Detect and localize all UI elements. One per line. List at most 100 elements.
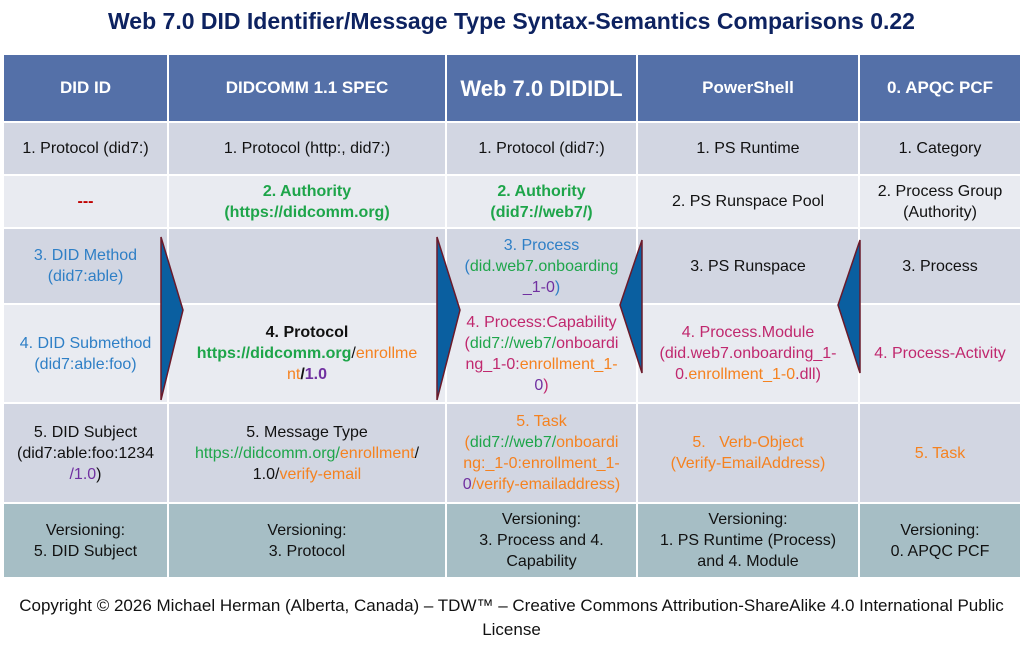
cell-line: 1. Protocol (did7:) xyxy=(450,138,633,159)
table-cell: 4. DID Submethod(did7:able:foo) xyxy=(2,303,169,404)
cell-line: 1. PS Runtime (Process) xyxy=(641,530,855,551)
text-segment: 1. Category xyxy=(898,140,982,157)
text-segment: ( xyxy=(464,334,470,352)
table-cell: 2. Authority(https://didcomm.org) xyxy=(167,174,447,229)
cell-line: 3. Process xyxy=(450,235,633,256)
table-cell xyxy=(167,227,447,305)
cell-line: 3. PS Runspace xyxy=(641,256,855,277)
cell-line: ng_1-0:enrollment_1- xyxy=(450,354,633,375)
text-segment: 0. xyxy=(675,366,689,383)
cell-line: Capability xyxy=(450,551,633,572)
text-segment: 3. Process xyxy=(902,257,978,275)
text-segment: 2. Authority xyxy=(497,182,586,200)
cell-line: 2. Process Group xyxy=(863,181,1017,202)
text-segment: 3. DID Method xyxy=(33,247,138,264)
table-row: 5. DID Subject(did7:able:foo:1234/1.0)5.… xyxy=(2,402,1022,504)
table-row: ---2. Authority(https://didcomm.org)2. A… xyxy=(2,174,1022,229)
table-cell: 4. Process-Activity xyxy=(858,303,1022,404)
cell-line: (did7:able:foo:1234 xyxy=(7,443,164,464)
cell-line: /1.0) xyxy=(7,464,164,485)
comparison-table: DID ID DIDCOMM 1.1 SPEC Web 7.0 DIDIDL P… xyxy=(2,53,1022,579)
text-segment: 3. Process and 4. xyxy=(479,532,604,549)
cell-line: 3. Process and 4. xyxy=(450,530,633,551)
cell-line: --- xyxy=(7,191,164,212)
text-segment: https://didcomm.org/ xyxy=(194,444,340,462)
cell-line: Versioning: xyxy=(641,509,855,530)
text-segment: (did7:able:foo:1234 xyxy=(17,444,154,462)
text-segment: 5. DID Subject xyxy=(33,423,138,441)
text-segment: Versioning: xyxy=(45,521,126,539)
cell-line: 2. Authority xyxy=(172,181,442,202)
text-segment: / xyxy=(414,444,420,462)
text-segment: did7://web7/ xyxy=(469,434,557,451)
text-segment: 3. PS Runspace xyxy=(690,257,806,275)
cell-line: (did7:able) xyxy=(7,266,164,287)
text-segment: 0. APQC PCF xyxy=(890,542,990,560)
text-segment: 2. PS Runspace Pool xyxy=(671,193,825,210)
cell-line: 0) xyxy=(450,375,633,396)
text-segment: 4. Process-Activity xyxy=(874,345,1006,362)
text-segment: 1. PS Runtime (Process) xyxy=(659,532,837,549)
text-segment: 1. Protocol (http:, did7:) xyxy=(223,140,391,157)
arrow-right-icon xyxy=(160,236,184,401)
header-did-id: DID ID xyxy=(2,53,169,123)
arrow-left-icon xyxy=(837,239,861,374)
text-segment: / xyxy=(351,345,356,362)
text-segment: onboardi xyxy=(556,334,619,352)
text-segment: 4. Process.Module xyxy=(681,324,815,341)
table-cell: 1. PS Runtime xyxy=(636,121,860,176)
text-segment: (did7://web7/) xyxy=(490,203,593,221)
cell-line: 3. Protocol xyxy=(172,541,442,562)
text-segment: enrollme xyxy=(355,345,418,362)
table-cell: 1. Protocol (did7:) xyxy=(2,121,169,176)
cell-line: 5. Task xyxy=(450,411,633,432)
text-segment: 2. Process Group xyxy=(877,182,1003,200)
text-segment: 5. Task xyxy=(914,444,966,462)
table-cell: Versioning: 3. Process and 4. Capability xyxy=(445,502,638,579)
cell-line: 4. Process.Module xyxy=(641,322,855,343)
text-segment: /1.0 xyxy=(69,465,97,483)
cell-line: 1. Protocol (http:, did7:) xyxy=(172,138,442,159)
cell-line: 3. Process xyxy=(863,256,1017,277)
text-segment: Versioning: xyxy=(267,521,347,539)
table-cell: 4. Process:Capability (did7://web7/onboar… xyxy=(445,303,638,404)
cell-line: 5. Message Type xyxy=(172,422,442,443)
table-cell: Versioning:1. PS Runtime (Process)and 4.… xyxy=(636,502,860,579)
text-segment: (Verify-EmailAddress) xyxy=(670,455,826,472)
text-segment: verify-email xyxy=(279,465,362,483)
cell-line: 5. DID Subject xyxy=(7,422,164,443)
cell-line: 5. Verb-Object xyxy=(641,432,855,453)
table-cell: Versioning:5. DID Subject xyxy=(2,502,169,579)
cell-line: (did7://web7/) xyxy=(450,202,633,223)
text-segment: Versioning: xyxy=(501,511,582,528)
table-cell: Versioning: 3. Protocol xyxy=(167,502,447,579)
cell-line: (did7://web7/onboardi xyxy=(450,432,633,453)
text-segment: 3. Protocol xyxy=(268,542,346,560)
text-segment: _1-0 xyxy=(522,278,555,296)
table-row: 1. Protocol (did7:) 1. Protocol (http:, d… xyxy=(2,121,1022,176)
table-cell: 2. PS Runspace Pool xyxy=(636,174,860,229)
copyright-footer: Copyright © 2026 Michael Herman (Alberta… xyxy=(19,596,1004,639)
text-segment: 1. PS Runtime xyxy=(696,140,800,157)
text-segment: did.web7.onboarding xyxy=(469,257,619,275)
text-segment: 4. Process:Capability xyxy=(466,313,617,331)
cell-line: (Verify-EmailAddress) xyxy=(641,453,855,474)
slide-title: Web 7.0 DID Identifier/Message Type Synt… xyxy=(108,8,915,34)
text-segment: ) xyxy=(554,278,561,296)
text-segment: ( xyxy=(464,257,470,275)
table-cell: 2. Process Group(Authority) xyxy=(858,174,1022,229)
table-cell: 1. Protocol (http:, did7:) xyxy=(167,121,447,176)
cell-line: Versioning: xyxy=(7,520,164,541)
cell-line: 0. APQC PCF xyxy=(863,541,1017,562)
cell-line: (did7://web7/onboardi xyxy=(450,333,633,354)
text-segment: 2. Authority xyxy=(262,182,352,200)
cell-line: 1.0/verify-email xyxy=(172,464,442,485)
text-segment: 4. Protocol xyxy=(265,324,349,341)
text-segment: 1.0/ xyxy=(252,465,280,483)
table-cell: Versioning:0. APQC PCF xyxy=(858,502,1022,579)
text-segment: 1. Protocol (did7:) xyxy=(22,140,149,157)
cell-line: 2. PS Runspace Pool xyxy=(641,191,855,212)
